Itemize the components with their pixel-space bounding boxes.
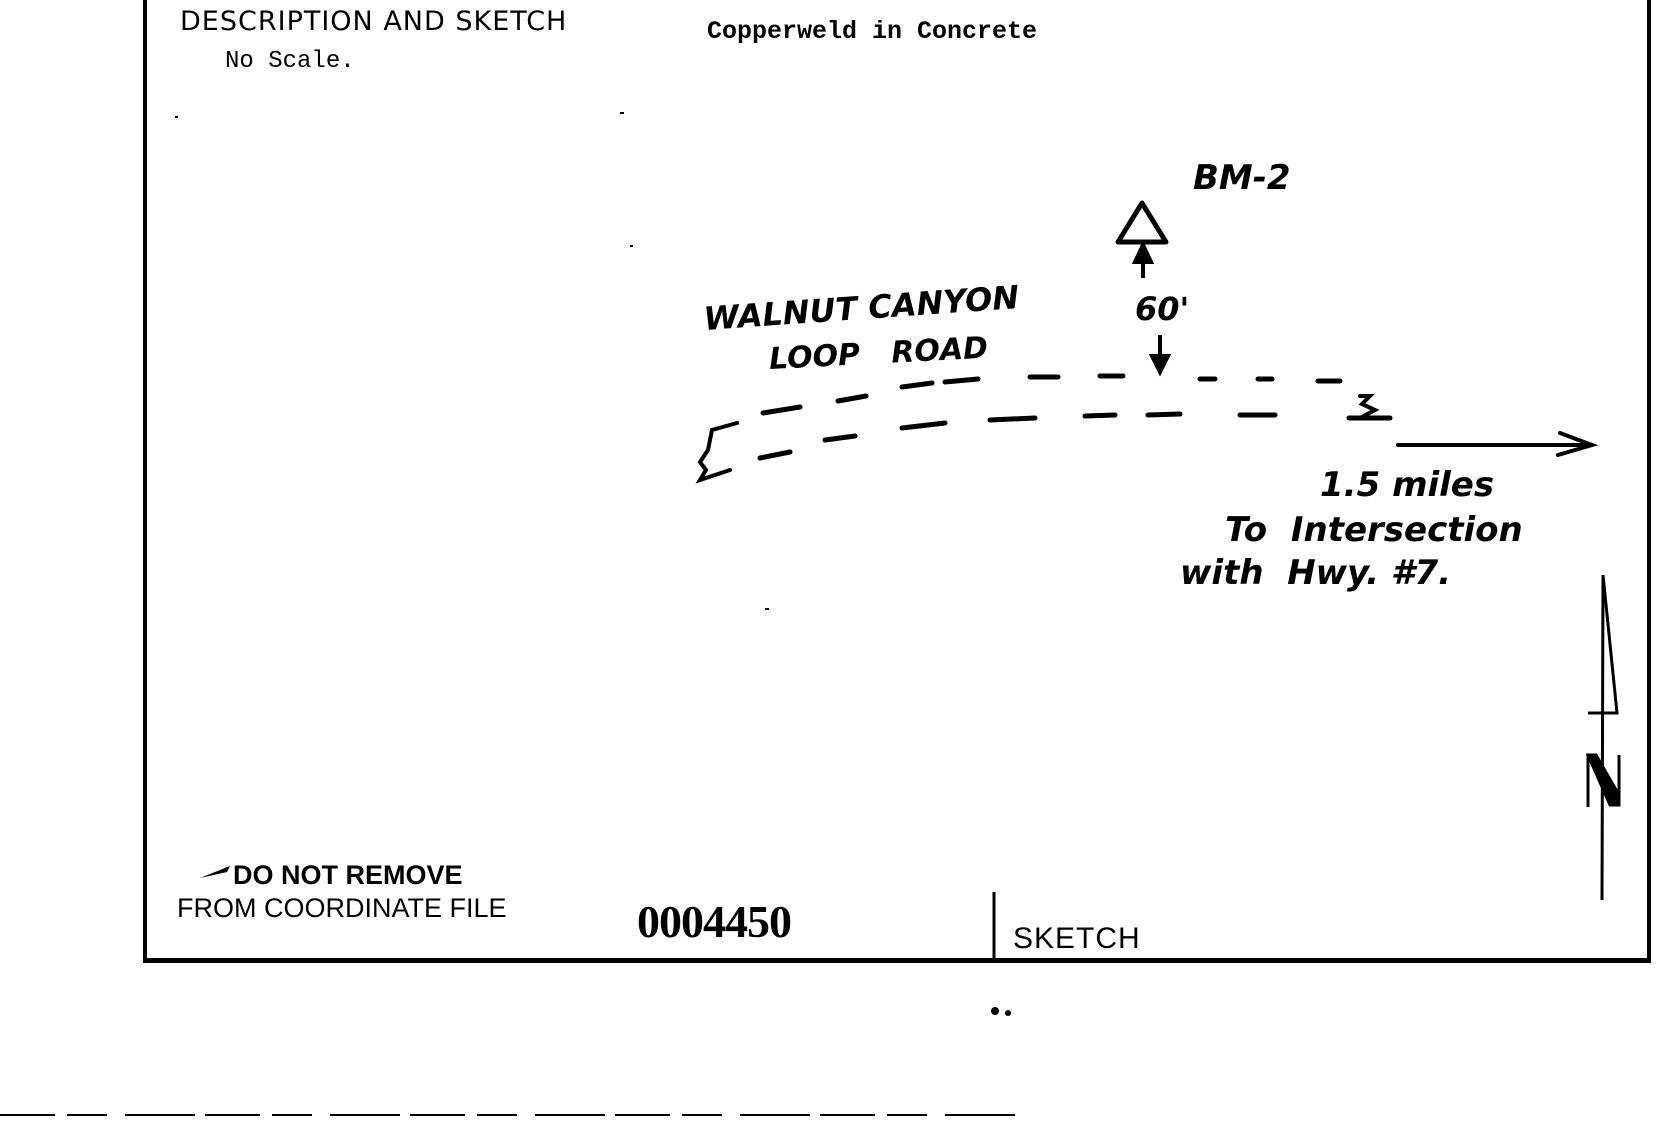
serial-number: 0004450	[637, 896, 792, 947]
triangle-icon	[1115, 200, 1169, 245]
form-border	[143, 0, 1651, 963]
road-edge-lower	[757, 411, 1278, 461]
section-title: DESCRIPTION AND SKETCH	[180, 6, 568, 37]
direction-line3: with Hwy. #7.	[1180, 553, 1452, 593]
mark-type: Copperweld in Concrete	[707, 17, 1038, 46]
stamp-line2: FROM COORDINATE FILE	[177, 893, 507, 923]
road-break-icon	[695, 394, 1380, 484]
sketch-label: SKETCH	[1013, 922, 1141, 955]
direction-line2: To Intersection	[1225, 510, 1523, 550]
stamp-line1: DO NOT REMOVE	[233, 860, 463, 890]
benchmark-label: BM-2	[1193, 158, 1291, 198]
scale-note: No Scale.	[225, 48, 355, 75]
offset-distance: 60'	[1135, 290, 1190, 328]
dimension-arrow-icon	[1131, 240, 1172, 377]
scan-specks	[175, 112, 1011, 1016]
direction-arrow-icon	[1396, 431, 1599, 457]
direction-distance: 1.5 miles	[1320, 465, 1495, 505]
road-edge-upper	[760, 373, 1393, 421]
north-arrow-icon	[1585, 574, 1621, 901]
